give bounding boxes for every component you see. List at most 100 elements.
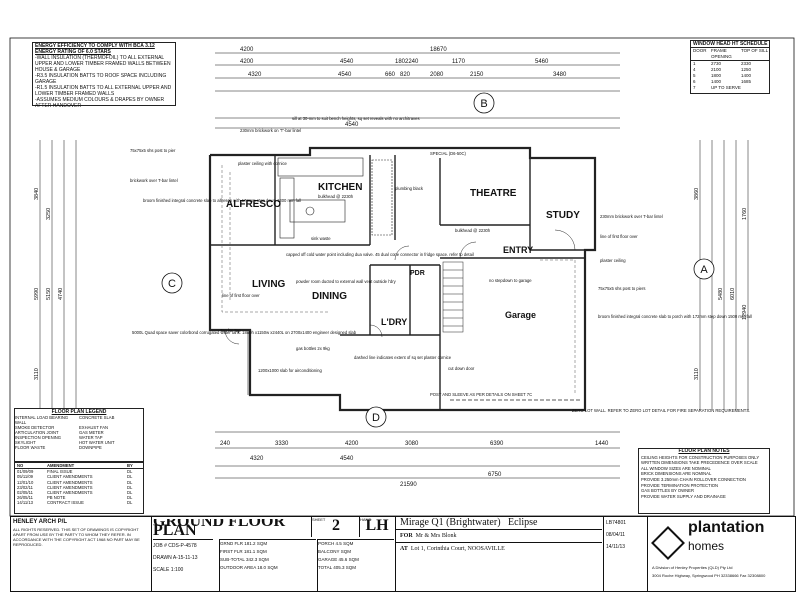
sheet-number: 2: [332, 517, 340, 534]
dim-b-6390: 6390: [490, 441, 504, 447]
legend-item: INTERNAL LOAD BEARING WALL: [15, 415, 69, 425]
room-living: LIVING: [252, 279, 286, 290]
area-table-1: GRND FLR 181.2 SQM FIRST FLR 181.1 SQM S…: [219, 539, 316, 592]
floor-plan-legend: FLOOR PLAN LEGEND INTERNAL LOAD BEARING …: [14, 408, 144, 462]
note-powder-room: powder room ducted to external wall vent…: [296, 279, 397, 284]
copyright-note: ALL RIGHTS RESERVED. THIS SET OF DRAWING…: [13, 527, 140, 547]
note-slab-aircon: 1200x1000 slab for airconditioning: [258, 368, 322, 373]
energy-line-3: UPPER AND LOWER TIMBER FRAMED WALLS BETW…: [35, 61, 171, 67]
client-name: Mr & Mrs Blonk: [415, 533, 457, 539]
area-row: GARAGE 45.6 SQM: [318, 557, 359, 562]
legend-item: EXHAUST FAN: [79, 425, 109, 430]
window-head-schedule: WINDOW HEAD HT SCHEDULE DOOR FRAME OPENI…: [690, 40, 770, 94]
dim-right-3860: 3860: [694, 188, 700, 200]
note-tap: Tap for Tap: [220, 328, 241, 333]
bottom-dimensions: [215, 431, 620, 479]
kitchen-benches: [277, 157, 393, 239]
floor-note: PROVIDE TERMINATION PROTECTION: [641, 482, 719, 488]
scale-value: 1:100: [170, 567, 184, 573]
dim-b-4320: 4320: [250, 456, 264, 462]
window-schedule-title: WINDOW HEAD HT SCHEDULE: [691, 41, 769, 48]
legend-item: FLOOR WASTE: [15, 445, 46, 450]
dim-1170: 1170: [452, 59, 466, 65]
energy-line-8: LOWER TIMBER FRAMED WALLS: [35, 91, 115, 97]
note-dashed-line: dashed line indicates extent of sq set p…: [354, 355, 452, 360]
dim-2080: 2080: [430, 72, 444, 78]
area-row: TOTAL 405.3 SQM: [318, 565, 356, 570]
marker-b-label: B: [480, 98, 487, 110]
dim-left-3250: 3250: [46, 208, 52, 220]
internal-walls: [210, 155, 595, 410]
note-brickwork-kitchen: 230mm brickwork on 'T'-bar lintel: [240, 128, 301, 133]
energy-line-10: AFTER HANDOVER: [35, 103, 82, 109]
note-sink-waste: sink waste: [311, 236, 331, 241]
client-line: FOR Mr & Mrs Blonk: [396, 529, 602, 542]
drawn-label: DRAWN: [153, 555, 172, 561]
legend-item: SMOKE DETECTOR: [15, 425, 55, 430]
dim-b-4540: 4540: [340, 456, 354, 462]
note-brickwork-right: 230mm brickwork over T-bar lintel: [600, 214, 663, 219]
room-kitchen: KITCHEN: [318, 182, 362, 193]
area-row: GRND FLR 181.2 SQM: [220, 541, 268, 546]
amend-col-no: NO: [17, 463, 24, 468]
energy-line-5: -R3.5 INSULATION BATTS TO ROOF SPACE INC…: [35, 73, 167, 79]
floor-note: PROVIDE WATER SUPPLY AND DRAINAGE: [641, 493, 726, 499]
window-col-frame: FRAME OPENING: [711, 48, 732, 59]
note-special: SPECIAL (D6-50C): [430, 151, 467, 156]
note-floor-over: line of first floor over: [222, 293, 260, 298]
energy-line-6: GARAGE: [35, 79, 57, 85]
job-label: JOB #: [153, 543, 167, 549]
energy-line-2: -WALL INSULATION (THERMOFOIL) TO ALL EXT…: [35, 55, 165, 61]
model-line: Mirage Q1 (Brightwater) Eclipse: [396, 517, 602, 529]
room-dining: DINING: [312, 291, 347, 302]
floor-notes-title: FLOOR PLAN NOTES: [678, 448, 730, 454]
top-dimension-labels: 4200 18670 4200 4540 180 2240 1170 5460 …: [240, 47, 567, 128]
energy-line-7: -R1.5 INSULATION BATTS TO ALL EXTERNAL U…: [35, 85, 172, 91]
note-water-tank: 5000L Quad space saver colorbond corruga…: [132, 330, 357, 335]
dim-right-1760: 1760: [742, 208, 748, 220]
marker-b: [473, 92, 495, 114]
hand-value: LH: [365, 517, 389, 534]
dim-b-4200: 4200: [345, 441, 359, 447]
room-ldry: L'DRY: [381, 317, 407, 327]
ref-number: LB74801: [606, 520, 627, 526]
job-number: CDS-P-4578: [168, 543, 197, 549]
dim-left-3110: 3110: [34, 368, 40, 380]
brand-name: plantation: [688, 519, 765, 536]
sheet-label: SHEET: [312, 517, 326, 522]
plantation-logo-icon: [651, 526, 685, 560]
legend-item: CONCRETE SLAB: [79, 415, 115, 420]
title-block: HENLEY ARCH P/L ALL RIGHTS RESERVED. THI…: [10, 516, 796, 592]
marker-a-label: A: [700, 264, 708, 276]
floor-note: CEILING HEIGHTS FOR CONSTRUCTION PURPOSE…: [641, 454, 760, 460]
amend-col-by: BY: [127, 463, 133, 468]
room-entry: ENTRY: [503, 245, 533, 255]
title-cell: GROUND FLOOR PLAN: [153, 519, 313, 537]
dim-18670: 18670: [430, 47, 447, 53]
legend-item: INSPECTION OPENING: [15, 435, 62, 440]
brand-note: A Division of Henley Properties (QLD) Pt…: [652, 565, 733, 570]
energy-line-4: HOUSE & GARAGE: [35, 67, 81, 73]
date-1: 08/04/11: [606, 532, 626, 538]
bottom-dimension-labels: 240 3330 4200 3080 6390 1440 4320 4540 6…: [220, 441, 609, 488]
dim-left-5150: 5150: [46, 288, 52, 300]
copyright-name: HENLEY ARCH P/L: [13, 519, 68, 525]
dim-left-4740: 4740: [58, 288, 64, 300]
for-label: FOR: [400, 533, 413, 539]
floor-note: WRITTEN DIMENSIONS TAKE PRECEDENCE OVER …: [641, 460, 758, 466]
energy-line-0: ENERGY EFFICIENCY TO COMPLY WITH BCA 3.1…: [35, 43, 155, 49]
brand-cell: plantation homes A Division of Henley Pr…: [647, 517, 794, 591]
marker-a: [693, 258, 715, 280]
marker-c-label: C: [168, 278, 176, 290]
brand-name-2: homes: [688, 539, 725, 553]
copyright-cell: HENLEY ARCH P/L ALL RIGHTS RESERVED. THI…: [11, 517, 152, 591]
